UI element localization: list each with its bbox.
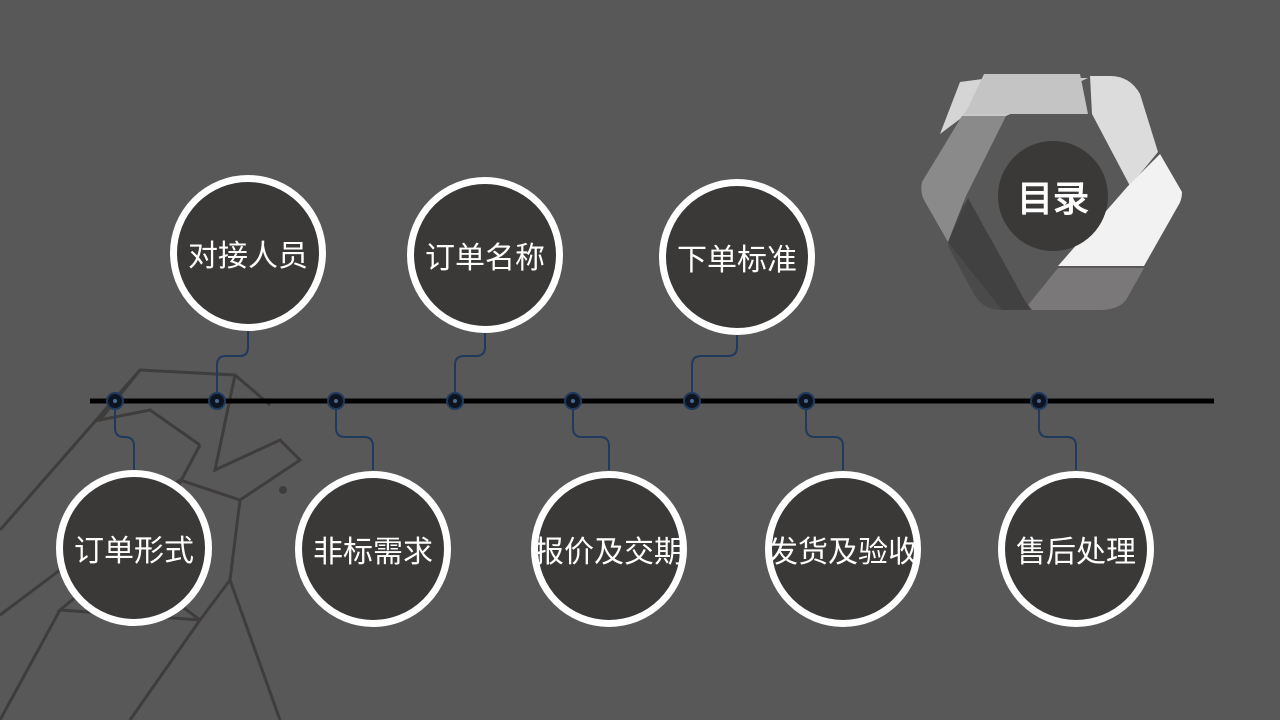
node-bottom-5[interactable]: 售后处理 [998, 471, 1154, 627]
toc-hexagon-logo [921, 74, 1182, 310]
node-bottom-3[interactable]: 报价及交期 [531, 471, 687, 627]
toc-title-circle: 目录 [998, 141, 1108, 251]
node-label: 订单名称 [425, 241, 545, 276]
toc-title: 目录 [1016, 179, 1089, 220]
node-label: 下单标准 [677, 243, 797, 278]
node-top-3[interactable]: 下单标准 [659, 179, 815, 335]
node-bottom-1[interactable]: 订单形式 [56, 470, 212, 626]
node-top-1[interactable]: 对接人员 [170, 175, 326, 331]
node-bottom-4[interactable]: 发货及验收 [765, 471, 921, 627]
node-label: 非标需求 [313, 535, 433, 570]
node-bottom-2[interactable]: 非标需求 [295, 471, 451, 627]
node-label: 订单形式 [74, 534, 194, 569]
node-label: 售后处理 [1016, 535, 1136, 570]
node-label: 对接人员 [188, 239, 308, 274]
node-label: 报价及交期 [534, 535, 684, 570]
timeline-dots [106, 392, 1048, 410]
connectors [114, 330, 1077, 470]
node-top-2[interactable]: 订单名称 [407, 177, 563, 333]
node-label: 发货及验收 [768, 535, 918, 570]
